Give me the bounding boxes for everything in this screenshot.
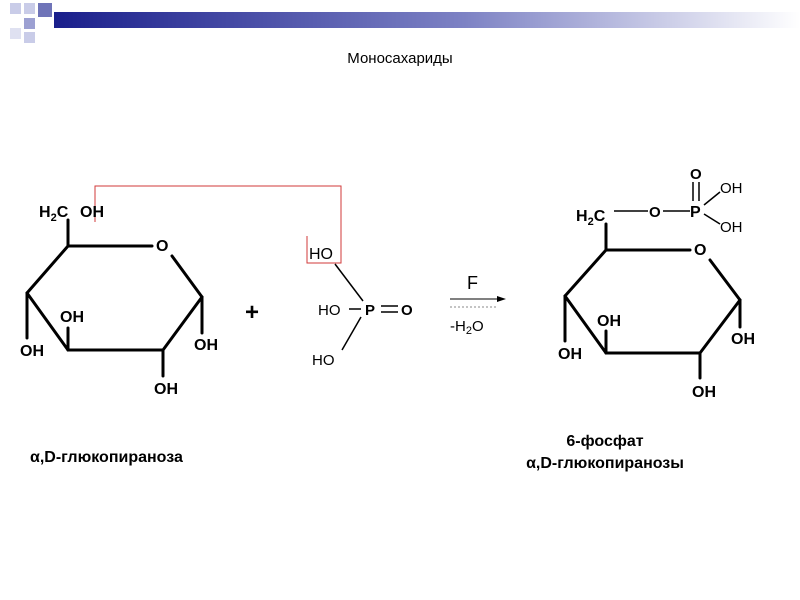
phosphoric-acid-bonds — [334, 263, 398, 351]
product-oh-c3: OH — [597, 313, 621, 330]
product-oh-c2: OH — [692, 384, 716, 401]
phosphoric-p: P — [365, 302, 375, 319]
arrow-label-above: F — [467, 273, 478, 293]
phosphoric-o-double: O — [401, 302, 413, 319]
product-ring — [563, 222, 742, 380]
product-name-line1: 6-фосфат — [566, 433, 644, 450]
product-o-top: O — [690, 166, 702, 183]
plus-sign: + — [245, 299, 259, 326]
phosphoric-ho-left: HO — [318, 302, 341, 319]
product-oh-c4: OH — [558, 346, 582, 363]
product-ring-oxygen: O — [694, 242, 706, 259]
reactant-name: α,D-глюкопираноза — [30, 449, 183, 466]
reactant-h2c-label: H2C — [39, 204, 69, 224]
reactant-oh-c4: OH — [20, 343, 44, 360]
reactant-oh-c2: OH — [154, 381, 178, 398]
top-decor-bar — [10, 3, 800, 43]
reactant-h2c-oh-label: OH — [80, 204, 104, 221]
product-oh-c1: OH — [731, 331, 755, 348]
product-h2c-label: H2C — [576, 208, 606, 228]
phosphoric-ho-bottom: HO — [312, 352, 335, 369]
reactant-oh-c3: OH — [60, 309, 84, 326]
reactant-ring — [25, 218, 204, 378]
product-name: 6-фосфат α,D-глюкопиранозы — [495, 431, 715, 475]
reaction-arrow-head — [497, 296, 506, 302]
product-o-link: O — [649, 204, 661, 221]
product-p: P — [690, 204, 701, 221]
slide-title: Моносахариды — [347, 50, 453, 67]
reaction-link-bracket — [94, 185, 342, 264]
product-oh-right-top: OH — [720, 180, 743, 197]
phosphoric-ho-top: HO — [309, 246, 333, 263]
product-phosphate-bonds — [614, 182, 721, 225]
product-oh-right-bottom: OH — [720, 219, 743, 236]
product-name-line2: α,D-глюкопиранозы — [526, 455, 684, 472]
arrow-label-below: -H2O — [450, 318, 484, 337]
reactant-oh-c1: OH — [194, 337, 218, 354]
reactant-ring-oxygen: O — [156, 238, 168, 255]
